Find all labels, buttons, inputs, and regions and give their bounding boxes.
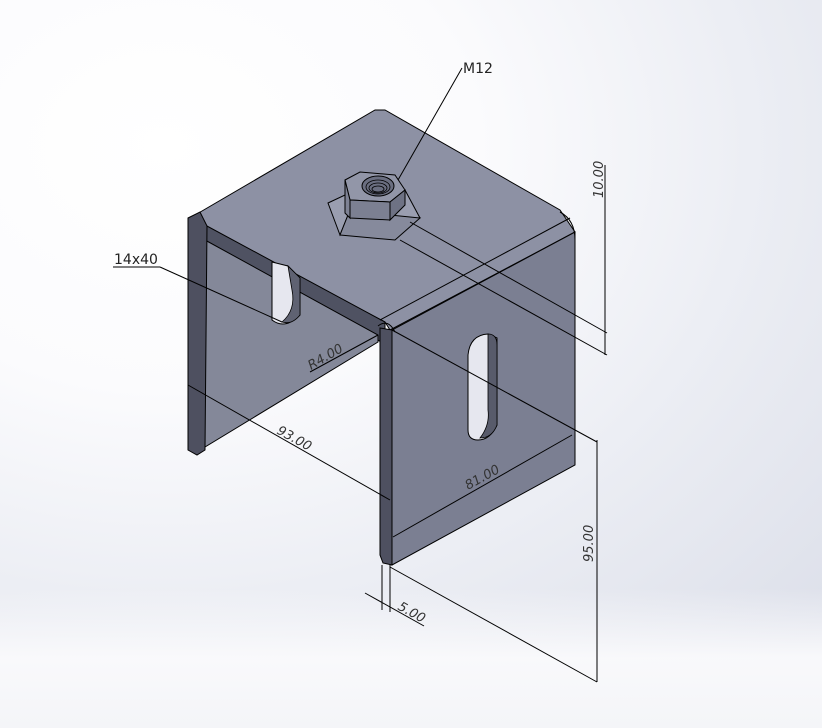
left-flange-edge: [187, 211, 208, 456]
dimension-lines: [113, 67, 608, 683]
slot-right: [467, 333, 498, 441]
callout-slot-size[interactable]: 14x40: [114, 252, 158, 268]
dim-thickness[interactable]: 5.00: [395, 599, 428, 626]
dim-nut-height[interactable]: 10.00: [592, 161, 607, 198]
hex-nut[interactable]: [327, 171, 422, 241]
dim-depth[interactable]: 93.00: [274, 423, 314, 454]
slot-left: [271, 261, 301, 325]
background-fade: [0, 588, 822, 728]
dim-height[interactable]: 95.00: [582, 525, 597, 562]
right-flange-edge: [379, 327, 393, 566]
callout-m12[interactable]: M12: [463, 61, 493, 77]
